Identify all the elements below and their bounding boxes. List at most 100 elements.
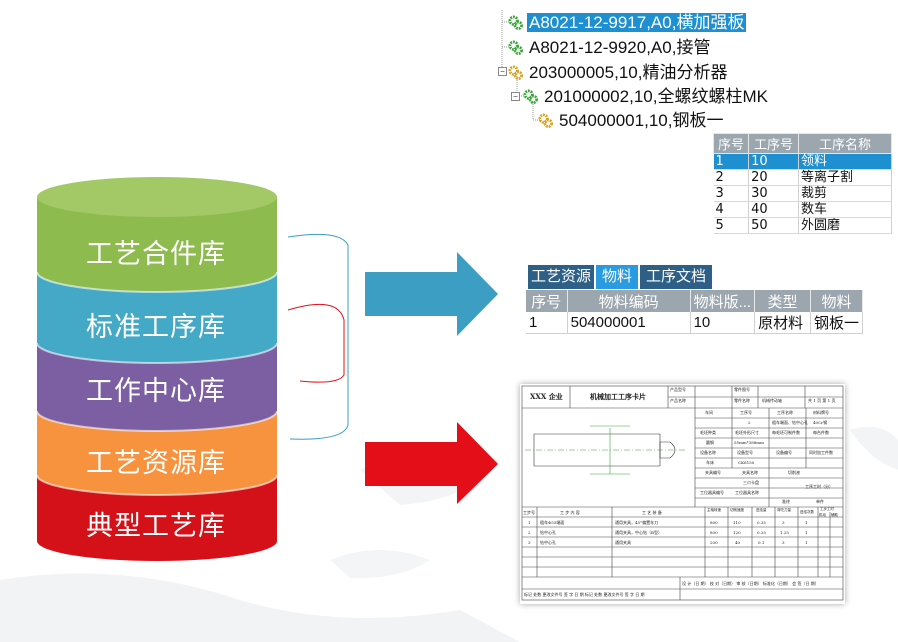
- step-cell: 钻中心孔: [540, 530, 556, 535]
- tool-no-label: 工位器具编号: [700, 490, 724, 495]
- step-cell: 通用夹具，45°偏置车刀: [615, 520, 659, 525]
- col-header: 工 艺 装 备: [642, 510, 662, 515]
- product-name-label: 产品名称: [670, 398, 686, 403]
- table-cell: 10: [748, 153, 799, 170]
- tree-collapse-toggle[interactable]: −: [498, 67, 507, 76]
- table-cell: 3: [713, 185, 750, 202]
- tree-node[interactable]: A8021-12-9920,A0,接管: [508, 37, 712, 59]
- table-row[interactable]: 4 40 数车: [713, 201, 892, 218]
- col-header: 工步工时: [820, 507, 834, 511]
- part-no-label: 零件图号: [734, 387, 750, 392]
- step-cell: 粗车Φ55端面: [540, 520, 565, 525]
- process-card-grid: [521, 385, 844, 601]
- blank-type-label: 毛坯种类: [700, 430, 716, 435]
- part-name-value: 机械传动轴: [762, 398, 782, 403]
- table-cell: 领料: [798, 153, 892, 170]
- column-header[interactable]: 类型: [754, 290, 811, 312]
- column-header[interactable]: 工序名称: [798, 133, 892, 154]
- layer-label: 典型工艺库: [86, 511, 226, 541]
- parallel-label: 同时加工件数: [809, 450, 833, 455]
- fixture-name-label: 夹具名称: [742, 470, 758, 475]
- step-cell: 2: [528, 530, 531, 535]
- step-cell: 110: [733, 520, 741, 525]
- device-no-label: 设备编号: [776, 450, 792, 455]
- blank-size-label: 毛坯外形尺寸: [735, 430, 759, 435]
- layer-label: 工作中心库: [86, 376, 226, 406]
- table-cell: 数车: [798, 201, 892, 218]
- tab-process-document[interactable]: 工序文档: [640, 265, 712, 289]
- table-cell: 1: [526, 312, 568, 334]
- product-model-label: 产品型号: [670, 387, 686, 392]
- table-cell: 1: [713, 153, 750, 170]
- table-row[interactable]: 5 50 外圆磨: [713, 217, 892, 234]
- table-cell: 外圆磨: [798, 217, 892, 234]
- col-header: 切削速度: [730, 508, 744, 512]
- table-row[interactable]: 2 20 等离子割: [713, 169, 892, 186]
- material-value: 40Cr钢: [813, 420, 828, 425]
- table-cell: 5: [713, 217, 750, 234]
- col-sub-header: 辅助: [831, 513, 838, 517]
- company-name: XXX 企业: [530, 392, 563, 401]
- tree-node[interactable]: 504000001,10,钢板一: [538, 110, 725, 132]
- step-cell: 3: [782, 520, 785, 525]
- database-cylinder: [36, 177, 278, 561]
- table-cell: 40: [748, 201, 799, 218]
- process-table: 序号 工序号 工序名称 1 10 领料 2 20 等离子割 3 30 裁剪 4 …: [712, 133, 892, 234]
- step-cell: 通用夹具: [615, 540, 631, 545]
- step-cell: 0.1: [758, 540, 765, 545]
- op-name-value: 粗车端面、钻中心孔: [772, 420, 808, 425]
- layer-process-assembly: [36, 177, 278, 293]
- blank-size-value: 55mm*388mm: [734, 440, 764, 445]
- step-cell: 120: [733, 530, 741, 535]
- mark-row: 标记 处数 更改文件号 签 字 日 期 标记 处数 更改文件号 签 字 日 期: [524, 592, 645, 597]
- green-gear-icon: [523, 89, 538, 104]
- table-cell: 4: [713, 201, 750, 218]
- tab-material[interactable]: 物料: [596, 265, 638, 289]
- col-header: 进给次数: [800, 510, 814, 514]
- device-model-value: CK6150: [738, 460, 755, 465]
- column-header[interactable]: 物料: [810, 290, 864, 312]
- table-row[interactable]: 3 30 裁剪: [713, 185, 892, 202]
- green-gear-icon: [508, 40, 523, 55]
- yellow-gear-icon: [538, 113, 553, 128]
- step-cell: 3: [782, 540, 785, 545]
- column-header[interactable]: 序号: [712, 133, 750, 154]
- tool-value: 三爪卡盘: [743, 480, 759, 485]
- arrow-right-red-icon: [365, 422, 498, 504]
- step-cell: 800: [710, 530, 718, 535]
- step-cell: 通用夹具，中心钻（B型）: [615, 530, 662, 535]
- layer-label: 工艺合件库: [86, 239, 226, 269]
- arrow-right-blue-icon: [365, 252, 498, 336]
- op-no-label: 工序号: [740, 410, 752, 415]
- layer-label: 标准工序库: [86, 312, 226, 342]
- table-cell: 2: [713, 169, 750, 186]
- tree-node[interactable]: A8021-12-9917,A0,横加强板: [508, 12, 747, 34]
- page-info: 共 1 页 第 1 页: [808, 398, 836, 403]
- part-name-label: 零件名称: [734, 398, 750, 403]
- fixture-no-label: 夹具编号: [705, 470, 721, 475]
- resource-tabs: 工艺资源 物料 工序文档: [526, 265, 863, 289]
- layer-label: 工艺资源库: [86, 448, 226, 478]
- tree-node[interactable]: 201000002,10,全螺纹螺柱MK: [523, 86, 770, 108]
- sign-row: 设 计（日 期） 校 对（日期） 审 核（日期） 标准化（日期） 会 签（日 期…: [682, 581, 819, 586]
- table-row[interactable]: 1 10 领料: [713, 153, 892, 170]
- col-sub-header: 机动: [819, 513, 826, 517]
- tab-process-resource[interactable]: 工艺资源: [528, 265, 594, 289]
- column-header[interactable]: 物料编码: [567, 290, 691, 312]
- blank-type-value: 圆钢: [706, 440, 714, 445]
- column-header[interactable]: 物料版...: [690, 290, 756, 312]
- blank-count-label: 每毛坯可制件数: [772, 430, 800, 435]
- table-row[interactable]: 1 504000001 10 原材料 钢板一: [526, 312, 864, 334]
- tool-name-label: 工位器具名称: [735, 490, 759, 495]
- table-cell: 10: [690, 312, 756, 334]
- column-header[interactable]: 序号: [526, 290, 568, 312]
- col-header: 进给量: [756, 508, 767, 512]
- step-cell: 1: [805, 540, 808, 545]
- tree-node[interactable]: 203000005,10,精油分析器: [508, 62, 729, 84]
- workshop-label: 车间: [705, 410, 713, 415]
- column-header[interactable]: 工序号: [748, 133, 799, 154]
- device-name-value: 车床: [706, 460, 714, 465]
- tree-node-label: A8021-12-9920,A0,接管: [529, 38, 711, 57]
- tree-collapse-toggle[interactable]: −: [511, 92, 520, 101]
- material-table: 序号 物料编码 物料版... 类型 物料 1 504000001 10 原材料 …: [526, 290, 864, 334]
